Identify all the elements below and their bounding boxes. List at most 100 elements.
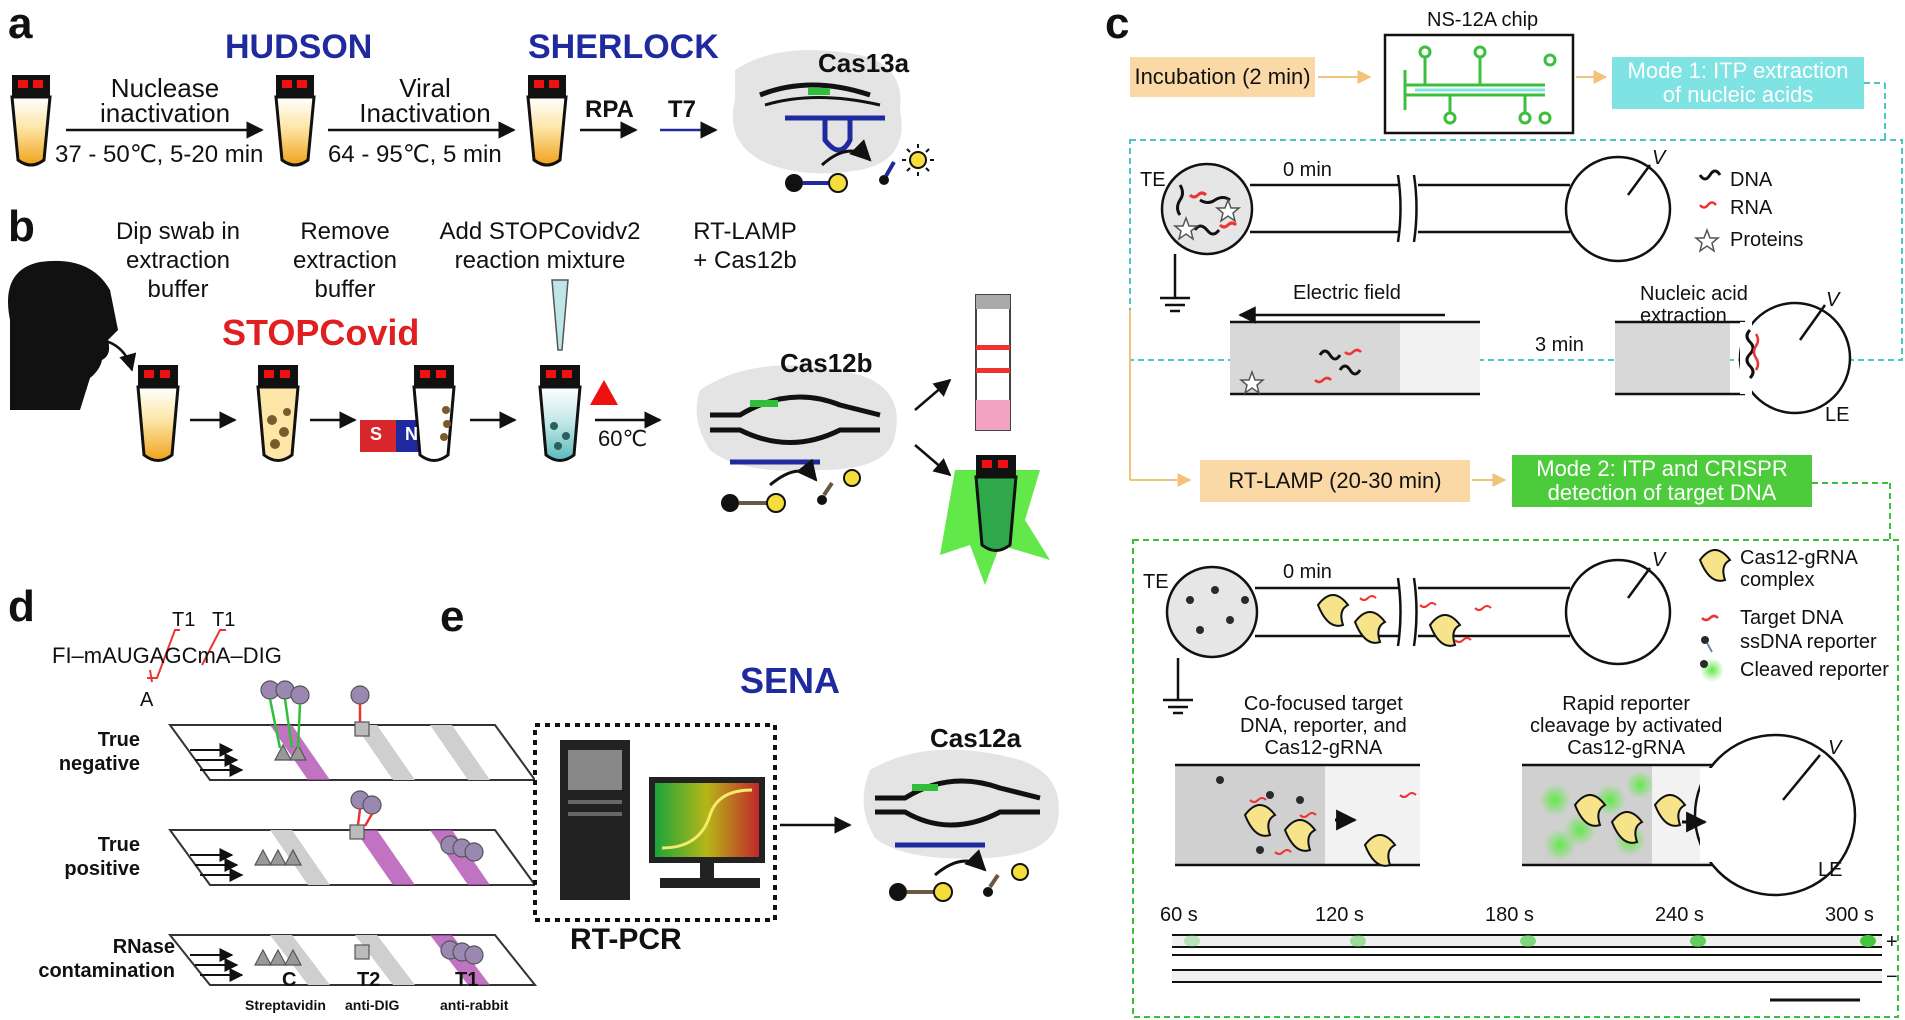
- itp-channel-0min: [1160, 155, 1672, 313]
- lateral-flow-strip-icon: [975, 294, 1011, 431]
- kymograph-spot: [1350, 935, 1366, 947]
- tube-icon: [412, 365, 456, 462]
- panel-a-graphics: [10, 50, 934, 193]
- step1-condition: 37 - 50℃, 5-20 min: [55, 141, 264, 168]
- chip-icon: [1383, 33, 1575, 135]
- time-label: 60 s: [1160, 904, 1198, 926]
- step-rtlamp: RT-LAMP + Cas12b: [693, 218, 797, 274]
- itp-channel-extraction: [1615, 301, 1852, 415]
- tube-icon: [136, 365, 180, 462]
- rtlamp-label: RT-LAMP (20-30 min): [1228, 467, 1442, 493]
- panel-b-graphics: [8, 260, 1050, 585]
- step1-line2: inactivation: [99, 98, 231, 128]
- mode2-box: [1512, 455, 1812, 507]
- panel-e-graphics: [533, 723, 1059, 922]
- incubation-label: Incubation (2 min): [1134, 63, 1311, 89]
- step2-condition: 64 - 95℃, 5 min: [328, 141, 502, 168]
- rtpcr-label: RT-PCR: [570, 923, 682, 956]
- electric-field-label: Electric field: [1293, 282, 1401, 304]
- plus-sign: +: [1886, 931, 1898, 953]
- t1-site-label: T1: [212, 609, 236, 631]
- time-label: 300 s: [1825, 904, 1874, 926]
- time-0min: 0 min: [1283, 159, 1332, 181]
- cas12a-label: Cas12a: [930, 723, 1022, 753]
- cas13a-label: Cas13a: [818, 48, 910, 78]
- sena-title: SENA: [740, 660, 841, 701]
- step-add-mixture: Add STOPCovidv2 reaction mixture: [439, 218, 641, 274]
- time-0min: 0 min: [1283, 561, 1332, 583]
- cofocused-caption: Co-focused target DNA, reporter, and Cas…: [1240, 693, 1407, 759]
- probes: [254, 680, 484, 966]
- mode2-label: Mode 2: ITP and CRISPR detection of targ…: [1536, 455, 1788, 505]
- anti-dig-label: anti-DIG: [345, 997, 400, 1013]
- voltage-label: V: [1652, 147, 1666, 169]
- kymograph-spot: [1860, 935, 1876, 947]
- time-label: 240 s: [1655, 904, 1704, 926]
- person-head-icon: [8, 260, 137, 410]
- a-site-label: A: [140, 689, 154, 711]
- le-label: LE: [1818, 859, 1843, 881]
- voltage-label: V: [1652, 549, 1666, 571]
- rtlamp-box: [1200, 460, 1470, 502]
- panel-c-graphics: [1129, 33, 1903, 1018]
- computer-icon: [560, 740, 765, 900]
- panel-label-d: d: [8, 582, 35, 631]
- extraction-label: Nucleic acid extraction: [1640, 283, 1748, 327]
- magnet-n-label: N: [405, 424, 418, 444]
- kymograph-spot: [1184, 935, 1200, 947]
- panel-label-b: b: [8, 202, 35, 251]
- time-label: 180 s: [1485, 904, 1534, 926]
- rpa-label: RPA: [585, 96, 634, 123]
- row-true-negative: True negative: [58, 729, 140, 775]
- legend-proteins: Proteins: [1730, 229, 1804, 251]
- mode1-label: Mode 1: ITP extraction of nucleic acids: [1627, 57, 1849, 107]
- pipette-icon: [551, 279, 569, 351]
- step-dip-swab: Dip swab in extraction buffer: [115, 218, 241, 303]
- lateral-flow-row: [168, 724, 537, 781]
- reporter-cleavage-icon: [721, 458, 861, 513]
- legend-dna: DNA: [1730, 169, 1773, 191]
- line-c-label: C: [282, 969, 297, 991]
- itp-channel-electric-field: [1230, 306, 1480, 396]
- legend-cleaved-reporter: Cleaved reporter: [1740, 659, 1889, 681]
- panel-label-c: c: [1105, 0, 1130, 48]
- magnet-s-label: S: [370, 424, 383, 444]
- kymograph-spot: [1690, 935, 1706, 947]
- itp-channel-rapid-cleavage: [1522, 733, 1857, 897]
- rapid-cleavage-caption: Rapid reporter cleavage by activated Cas…: [1530, 693, 1723, 759]
- voltage-label: V: [1828, 737, 1842, 759]
- row-true-positive: True positive: [64, 834, 140, 880]
- reporter-cleavage-icon: [785, 139, 934, 193]
- t7-label: T7: [668, 96, 697, 123]
- panel-d-graphics: [147, 629, 538, 986]
- itp-channel-crispr-0min: [1163, 558, 1672, 715]
- cas12b-complex: [696, 365, 897, 471]
- reporter-cleavage-icon: [889, 849, 1029, 902]
- t1-site-label: T1: [172, 609, 196, 631]
- kymograph: [1172, 934, 1882, 1002]
- tube-icon: [274, 75, 316, 167]
- streptavidin-label: Streptavidin: [245, 997, 326, 1013]
- kymograph-spot: [1520, 935, 1536, 947]
- tube-icon: [526, 75, 568, 167]
- hudson-title: HUDSON: [225, 28, 373, 66]
- tube-icon: [10, 75, 52, 167]
- line-t1-label: T1: [455, 969, 479, 991]
- sequence-label: FI–mAUGAGCmA–DIG: [52, 643, 282, 668]
- step2-line1: Viral: [399, 73, 451, 103]
- legend-cas12-complex: Cas12-gRNA complex: [1740, 547, 1858, 591]
- le-label: LE: [1825, 404, 1850, 426]
- temperature-label: 60℃: [598, 426, 648, 451]
- fluorescent-tube-icon: [940, 455, 1050, 585]
- legend-ssdna-reporter: ssDNA reporter: [1740, 631, 1877, 653]
- voltage-label: V: [1826, 289, 1840, 311]
- legend-rna: RNA: [1730, 197, 1773, 219]
- cas12-gRNA-complexes: [1186, 586, 1492, 647]
- tube-icon: [256, 365, 300, 462]
- cas12a-complex: [863, 749, 1059, 859]
- dna-molecules: [1172, 184, 1242, 241]
- itp-channel-cofocused: [1175, 763, 1420, 867]
- cas12b-label: Cas12b: [780, 348, 873, 378]
